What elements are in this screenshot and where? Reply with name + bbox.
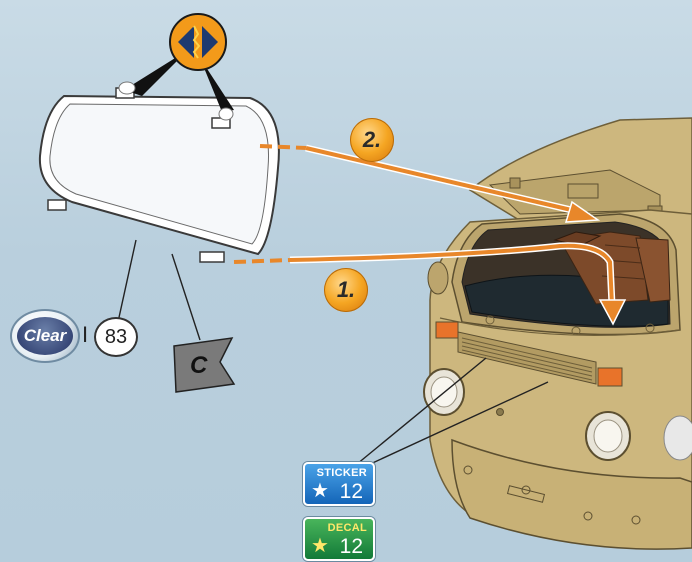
windshield-part bbox=[40, 88, 279, 262]
paint-pot: Clear bbox=[17, 317, 73, 355]
separator: I bbox=[82, 322, 88, 348]
sticker-label: STICKER bbox=[317, 467, 367, 479]
paint-label: Clear bbox=[24, 326, 67, 346]
step-badge-2: 2. bbox=[350, 118, 394, 162]
paint-part-number: 83 bbox=[94, 317, 138, 357]
star-icon: ★ bbox=[311, 533, 329, 558]
step-label: 1. bbox=[337, 277, 355, 303]
star-icon: ★ bbox=[311, 478, 329, 503]
step-badge-1: 1. bbox=[324, 268, 368, 312]
step-label: 2. bbox=[363, 127, 381, 153]
decal-number: 12 bbox=[340, 535, 363, 559]
flag-label: C bbox=[190, 352, 207, 380]
sticker-badge: ★ STICKER 12 bbox=[303, 462, 375, 506]
paint-part-number-text: 83 bbox=[105, 326, 127, 349]
paint-bubble: Clear bbox=[10, 309, 80, 363]
sticker-number: 12 bbox=[340, 480, 363, 504]
decal-badge: ★ DECAL 12 bbox=[303, 517, 375, 561]
decal-label: DECAL bbox=[328, 522, 367, 534]
